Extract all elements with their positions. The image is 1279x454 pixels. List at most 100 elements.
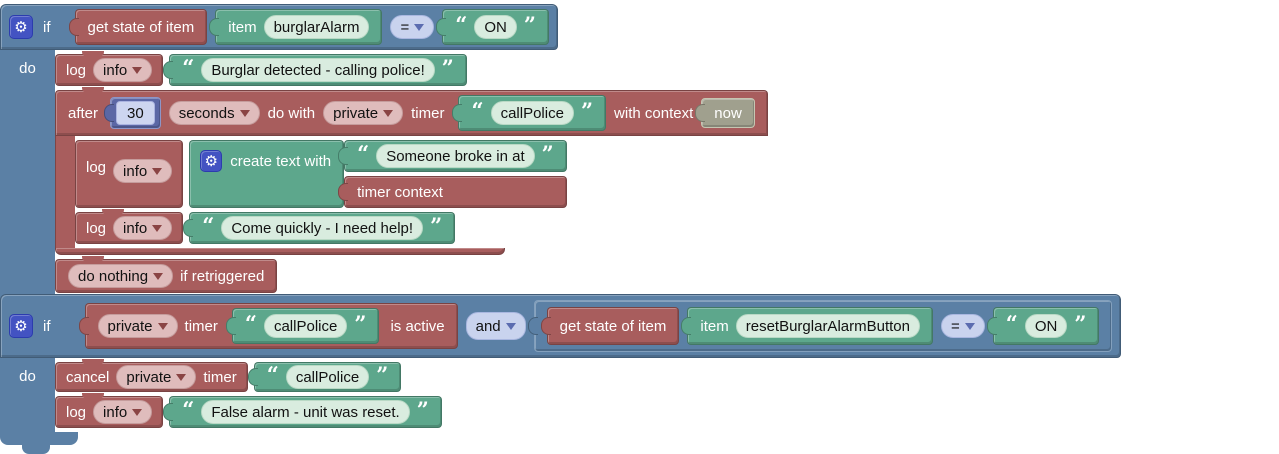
text-value-block[interactable]: “ ON ” bbox=[442, 9, 549, 45]
open-quote-glyph: “ bbox=[244, 311, 257, 336]
close-quote-glyph: ” bbox=[580, 98, 594, 123]
mutator-gear-icon[interactable] bbox=[9, 15, 33, 39]
text-value-block[interactable]: “ Come quickly - I need help! ” bbox=[189, 212, 456, 244]
log-level-dropdown[interactable]: info bbox=[93, 58, 153, 82]
log-level-dropdown[interactable]: info bbox=[113, 159, 173, 183]
rule-block-burglar-alarm[interactable]: if get state of item item burglarAlarm =… bbox=[0, 4, 768, 313]
log-level-dropdown[interactable]: info bbox=[113, 216, 173, 240]
dropdown-caret-icon bbox=[132, 66, 143, 74]
open-quote-glyph: “ bbox=[266, 362, 279, 387]
now-value-block[interactable]: now bbox=[701, 98, 755, 128]
timer-label: timer bbox=[184, 317, 218, 335]
log-label: log bbox=[66, 403, 87, 421]
timer-name-field[interactable]: callPolice bbox=[263, 314, 348, 338]
dropdown-caret-icon bbox=[176, 373, 187, 381]
log-statement-block[interactable]: log info bbox=[75, 209, 184, 244]
log-statement-block[interactable]: log info bbox=[55, 393, 164, 428]
comparison-block[interactable]: get state of item item resetBurglarAlarm… bbox=[533, 300, 1113, 352]
timer-name-value-block[interactable]: “ callPolice ” bbox=[231, 308, 380, 344]
rule-bottom-edge bbox=[0, 432, 78, 445]
do-label: do bbox=[19, 60, 36, 77]
open-quote-glyph: “ bbox=[471, 98, 484, 123]
dropdown-caret-icon bbox=[383, 109, 394, 117]
get-state-of-item-block[interactable]: get state of item bbox=[74, 9, 208, 45]
dropdown-caret-icon bbox=[152, 224, 163, 232]
close-quote-glyph: ” bbox=[541, 141, 554, 166]
timer-context-block[interactable]: timer context bbox=[344, 176, 567, 208]
get-state-label: get state of item bbox=[87, 18, 195, 36]
text-value-block[interactable]: “ ON ” bbox=[992, 307, 1100, 345]
do-with-label: do with bbox=[267, 104, 316, 122]
open-quote-glyph: “ bbox=[202, 213, 215, 238]
item-name-field[interactable]: resetBurglarAlarmButton bbox=[735, 314, 920, 338]
if-label: if bbox=[43, 317, 51, 335]
operator-dropdown[interactable]: = bbox=[390, 15, 435, 39]
item-block[interactable]: item resetBurglarAlarmButton bbox=[687, 307, 933, 345]
text-field[interactable]: ON bbox=[474, 15, 517, 39]
create-text-label: create text with bbox=[230, 153, 332, 170]
text-field[interactable]: Someone broke in at bbox=[376, 144, 535, 168]
timer-name-field[interactable]: callPolice bbox=[285, 365, 370, 389]
timer-name-field[interactable]: callPolice bbox=[490, 101, 574, 125]
timer-scope-dropdown[interactable]: private bbox=[323, 101, 404, 125]
timer-name-value-block[interactable]: “ callPolice ” bbox=[458, 95, 607, 131]
log-statement-block[interactable]: log info bbox=[75, 140, 184, 208]
dropdown-caret-icon bbox=[153, 272, 164, 280]
log-level-dropdown[interactable]: info bbox=[93, 400, 153, 424]
text-field[interactable]: False alarm - unit was reset. bbox=[201, 400, 410, 424]
timer-scope-dropdown[interactable]: private bbox=[97, 314, 178, 338]
close-quote-glyph: ” bbox=[416, 397, 429, 422]
text-value-block[interactable]: “ Burglar detected - calling police! ” bbox=[169, 54, 467, 86]
mutator-gear-icon[interactable] bbox=[9, 314, 33, 338]
number-value-block[interactable]: 30 bbox=[110, 97, 161, 129]
logic-operator-dropdown[interactable]: and bbox=[465, 312, 526, 340]
item-name-field[interactable]: burglarAlarm bbox=[263, 15, 370, 39]
dropdown-caret-icon bbox=[414, 23, 425, 31]
rule-block-reset-alarm[interactable]: if private timer “ callPolice ” is activ… bbox=[0, 294, 1122, 454]
close-quote-glyph: ” bbox=[430, 213, 443, 238]
text-field[interactable]: Burglar detected - calling police! bbox=[201, 58, 435, 82]
item-block[interactable]: item burglarAlarm bbox=[215, 9, 383, 45]
delay-number-field[interactable]: 30 bbox=[116, 101, 155, 125]
text-value-block[interactable]: “ False alarm - unit was reset. ” bbox=[169, 396, 442, 428]
cancel-timer-statement-block[interactable]: cancel private timer bbox=[55, 359, 248, 392]
retrigger-action-dropdown[interactable]: do nothing bbox=[68, 264, 174, 288]
timer-name-value-block[interactable]: “ callPolice ” bbox=[253, 362, 402, 392]
timer-label: timer bbox=[203, 368, 237, 386]
create-text-with-block[interactable]: create text with bbox=[189, 140, 345, 208]
operator-dropdown[interactable]: = bbox=[940, 314, 985, 338]
get-state-of-item-block[interactable]: get state of item bbox=[546, 307, 680, 345]
mutator-gear-icon[interactable] bbox=[200, 150, 223, 172]
timer-is-active-block[interactable]: private timer “ callPolice ” is active bbox=[84, 303, 458, 349]
if-label: if bbox=[43, 18, 51, 36]
close-quote-glyph: ” bbox=[354, 311, 367, 336]
open-quote-glyph: “ bbox=[1005, 311, 1018, 336]
time-unit-dropdown[interactable]: seconds bbox=[168, 101, 260, 125]
retrigger-statement-block[interactable]: do nothing if retriggered bbox=[55, 256, 278, 293]
open-quote-glyph: “ bbox=[182, 397, 195, 422]
if-retriggered-label: if retriggered bbox=[180, 267, 265, 285]
timer-context-label: timer context bbox=[357, 183, 443, 201]
text-field[interactable]: ON bbox=[1024, 314, 1068, 338]
log-label: log bbox=[66, 61, 87, 79]
text-field[interactable]: Come quickly - I need help! bbox=[221, 216, 424, 240]
dropdown-caret-icon bbox=[964, 322, 975, 330]
log-statement-block[interactable]: log info bbox=[55, 51, 164, 86]
dropdown-caret-icon bbox=[157, 322, 168, 330]
close-quote-glyph: ” bbox=[376, 362, 389, 387]
dropdown-caret-icon bbox=[239, 109, 250, 117]
after-timer-statement-block[interactable]: after 30 seconds do with private bbox=[55, 87, 768, 255]
text-value-block[interactable]: “ Someone broke in at ” bbox=[344, 140, 567, 172]
next-connection-tab bbox=[22, 445, 50, 454]
logic-and-block[interactable]: private timer “ callPolice ” is active a… bbox=[84, 300, 1113, 352]
timer-scope-dropdown[interactable]: private bbox=[116, 365, 197, 389]
open-quote-glyph: “ bbox=[455, 12, 468, 37]
open-quote-glyph: “ bbox=[182, 55, 195, 80]
timer-label: timer bbox=[411, 104, 445, 122]
log-label: log bbox=[86, 159, 107, 176]
if-row[interactable]: if get state of item item burglarAlarm =… bbox=[0, 4, 558, 50]
if-row[interactable]: if private timer “ callPolice ” is activ… bbox=[0, 294, 1122, 358]
condition-comparison-block[interactable]: get state of item item burglarAlarm = “ … bbox=[74, 9, 549, 45]
do-column: do bbox=[0, 50, 55, 297]
